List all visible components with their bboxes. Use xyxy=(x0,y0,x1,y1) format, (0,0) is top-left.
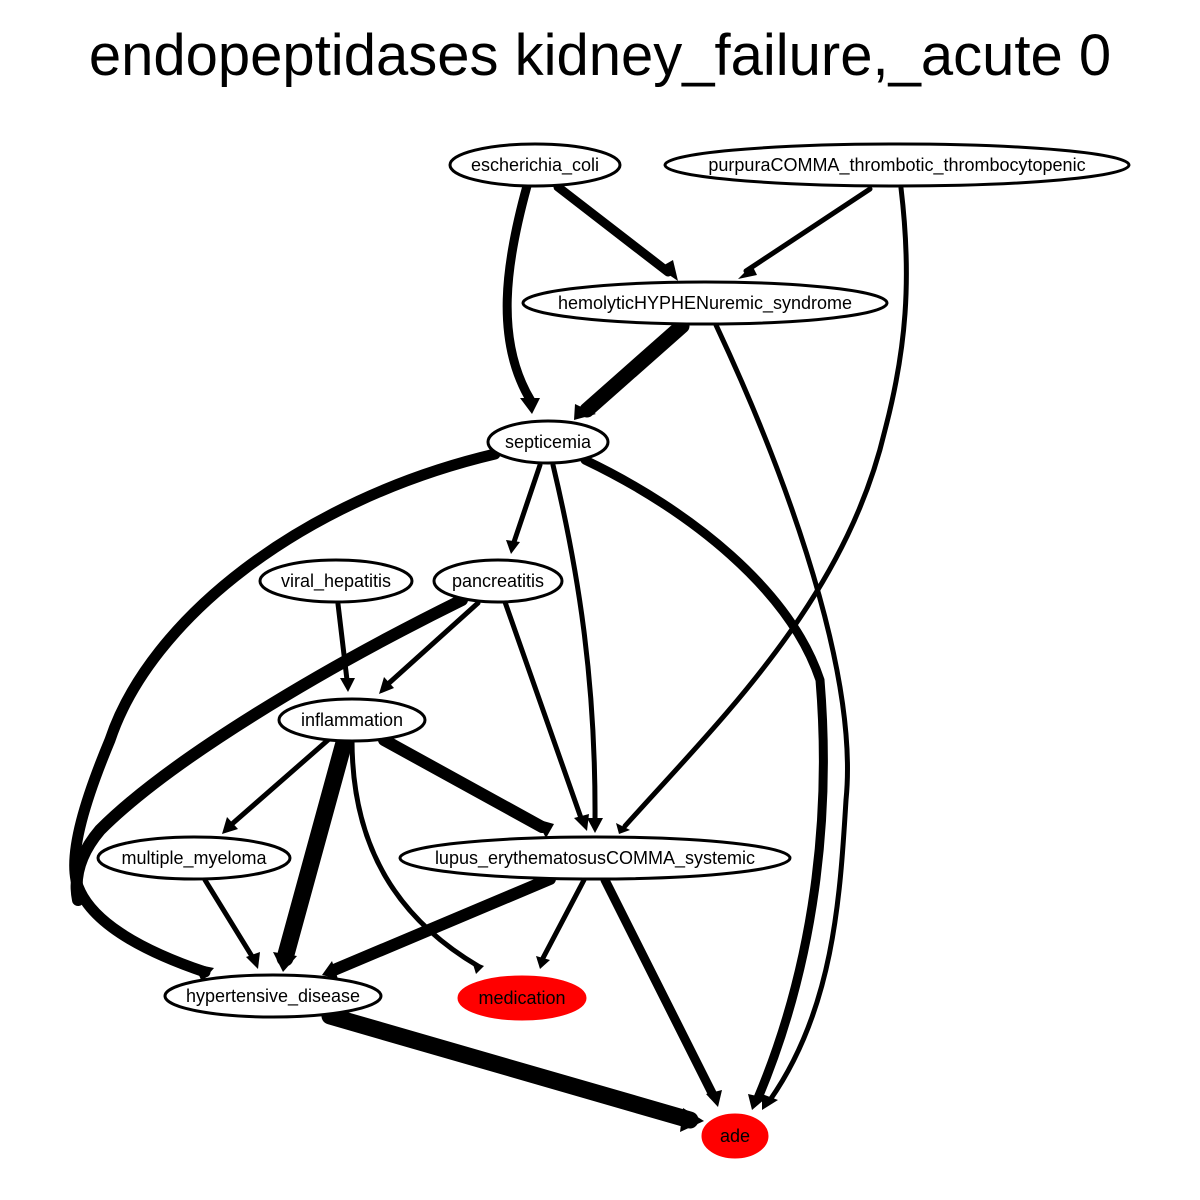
node-label: purpuraCOMMA_thrombotic_thrombocytopenic xyxy=(708,155,1085,176)
edge-lupus-medication xyxy=(540,877,587,961)
arrowhead xyxy=(322,961,338,979)
edges xyxy=(69,181,909,1132)
edge-lupus-ade xyxy=(600,875,718,1100)
edge-escherichia_coli-hus xyxy=(553,182,673,277)
node-escherichia_coli: escherichia_coli xyxy=(448,142,622,188)
arrowhead xyxy=(536,956,550,969)
arrowhead xyxy=(748,1094,766,1110)
edge-multiple_myeloma-hypertensive_disease xyxy=(202,877,256,961)
edge-septicemia-pancreatitis xyxy=(511,462,543,545)
node-label: escherichia_coli xyxy=(471,155,599,176)
node-hus: hemolyticHYPHENuremic_syndrome xyxy=(521,280,889,326)
node-label: ade xyxy=(720,1126,750,1146)
edge-inflammation-medication xyxy=(349,737,481,969)
edge-septicemia-ade xyxy=(580,455,828,1103)
arrowhead xyxy=(194,964,214,982)
node-medication: medication xyxy=(457,975,587,1021)
arrowhead xyxy=(222,817,238,834)
arrowhead xyxy=(738,265,757,279)
edge-escherichia_coli-septicemia xyxy=(502,181,536,406)
node-multiple_myeloma: multiple_myeloma xyxy=(96,835,292,881)
edge-hus-septicemia xyxy=(579,318,690,418)
edge-inflammation-lupus xyxy=(378,734,548,833)
edge-purpura-hus xyxy=(743,186,873,274)
node-label: hemolyticHYPHENuremic_syndrome xyxy=(558,293,852,314)
node-ade: ade xyxy=(701,1113,769,1159)
node-label: medication xyxy=(478,988,565,1008)
arrowhead xyxy=(379,677,394,694)
arrowhead xyxy=(520,398,540,414)
arrowhead xyxy=(574,814,589,831)
edge-pancreatitis-inflammation xyxy=(385,600,481,687)
edge-pancreatitis-hypertensive_disease xyxy=(70,594,468,906)
graph-title: endopeptidases kidney_failure,_acute 0 xyxy=(88,23,1112,88)
node-viral_hepatitis: viral_hepatitis xyxy=(258,558,414,604)
node-inflammation: inflammation xyxy=(277,697,427,743)
arrowhead xyxy=(472,961,484,974)
arrowhead xyxy=(340,678,355,692)
edge-pancreatitis-lupus xyxy=(502,599,584,821)
node-lupus: lupus_erythematosusCOMMA_systemic xyxy=(398,835,792,881)
arrowhead xyxy=(706,1090,722,1107)
arrowhead xyxy=(506,540,520,554)
arrowhead xyxy=(574,404,596,420)
edge-septicemia-lupus xyxy=(550,462,598,825)
arrowhead xyxy=(246,952,260,969)
node-septicemia: septicemia xyxy=(486,419,610,465)
arrowhead xyxy=(659,260,678,281)
arrowhead xyxy=(680,1108,704,1132)
edge-inflammation-hypertensive_disease xyxy=(276,730,354,967)
arrowhead xyxy=(587,818,603,833)
edge-hypertensive_disease-ade xyxy=(321,1007,699,1129)
node-label: multiple_myeloma xyxy=(121,848,267,869)
node-purpura: purpuraCOMMA_thrombotic_thrombocytopenic xyxy=(663,142,1131,188)
node-label: pancreatitis xyxy=(452,571,544,591)
node-pancreatitis: pancreatitis xyxy=(432,558,564,604)
edge-septicemia-hypertensive_disease xyxy=(69,448,501,978)
node-label: inflammation xyxy=(301,710,403,730)
node-label: lupus_erythematosusCOMMA_systemic xyxy=(435,848,755,869)
node-label: viral_hepatitis xyxy=(281,571,391,592)
node-label: septicemia xyxy=(505,432,592,452)
node-hypertensive_disease: hypertensive_disease xyxy=(163,973,383,1019)
edge-purpura-lupus xyxy=(622,185,909,829)
edge-hus-ade xyxy=(713,322,850,1103)
edge-inflammation-multiple_myeloma xyxy=(229,737,331,827)
arrowhead xyxy=(616,823,630,834)
nodes: escherichia_coli purpuraCOMMA_thrombotic… xyxy=(96,142,1131,1159)
node-label: hypertensive_disease xyxy=(186,986,360,1007)
arrowhead xyxy=(273,952,297,972)
arrowhead xyxy=(536,819,554,838)
edge-lupus-hypertensive_disease xyxy=(328,873,556,976)
